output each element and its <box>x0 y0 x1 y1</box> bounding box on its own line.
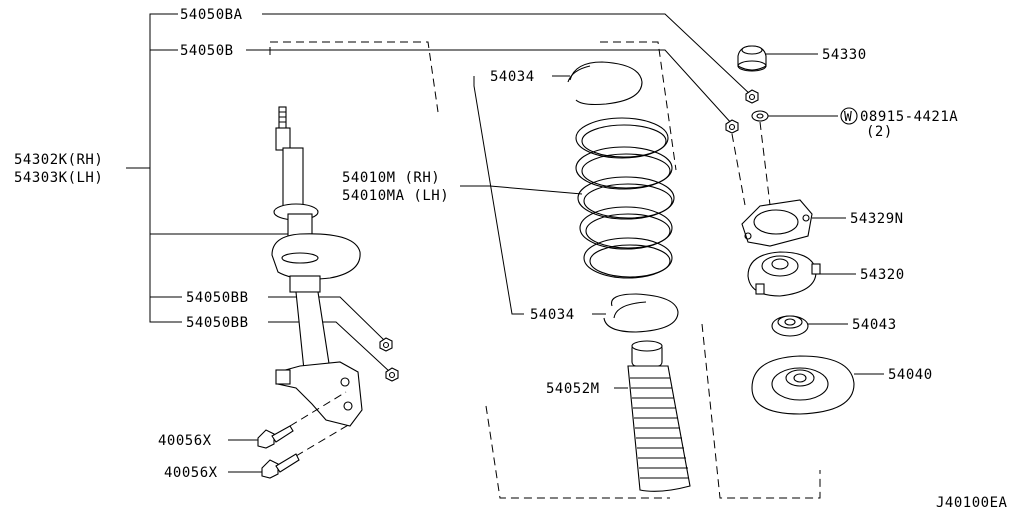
diagram-code: J40100EA <box>936 495 1008 511</box>
label-54010MA: 54010MA (LH) <box>342 188 449 204</box>
bolt-40056X-2 <box>261 423 351 479</box>
label-54050B: 54050B <box>180 43 234 59</box>
label-54043: 54043 <box>852 317 897 333</box>
label-54329N: 54329N <box>850 211 904 227</box>
plate-54329N <box>741 199 813 247</box>
label-54320: 54320 <box>860 267 905 283</box>
label-54302K: 54302K(RH) <box>14 152 103 168</box>
right-leader-lines <box>460 53 884 389</box>
label-08915: 08915-4421A <box>860 109 958 125</box>
label-54010M: 54010M (RH) <box>342 170 440 186</box>
bearing-54043 <box>771 315 809 337</box>
label-54052M: 54052M <box>546 381 600 397</box>
bumper-boot-54052M <box>627 340 691 492</box>
strut-leader-lines <box>126 13 753 473</box>
label-40056X-2: 40056X <box>164 465 218 481</box>
washer-08915 <box>751 110 769 122</box>
label-54050BB-2: 54050BB <box>186 315 249 331</box>
mount-54320 <box>747 251 821 297</box>
w-symbol-text: W <box>844 110 852 125</box>
label-54040: 54040 <box>888 367 933 383</box>
nut-54050BB-1 <box>379 337 393 352</box>
w-symbol-icon: W <box>840 107 858 125</box>
lower-spring-seat-54034 <box>603 293 679 333</box>
label-40056X-1: 40056X <box>158 433 212 449</box>
label-54034-top: 54034 <box>490 69 535 85</box>
label-08915-qty: (2) <box>866 124 893 140</box>
assembly-dashed-lines <box>269 41 821 499</box>
label-54050BB-1: 54050BB <box>186 290 249 306</box>
label-54034-bottom: 54034 <box>530 307 575 323</box>
nut-54050BB-2 <box>385 367 399 382</box>
strut-assembly <box>271 106 363 427</box>
coil-spring-54010M <box>575 117 675 279</box>
label-54330: 54330 <box>822 47 867 63</box>
bolt-40056X-1 <box>257 391 347 449</box>
cap-54330 <box>737 45 767 72</box>
seat-54040 <box>751 355 855 415</box>
label-54050BA: 54050BA <box>180 7 243 23</box>
nut-54050B <box>725 119 739 134</box>
nut-54050BA <box>745 89 759 104</box>
label-54303K: 54303K(LH) <box>14 170 103 186</box>
upper-spring-seat-54034 <box>567 61 643 106</box>
